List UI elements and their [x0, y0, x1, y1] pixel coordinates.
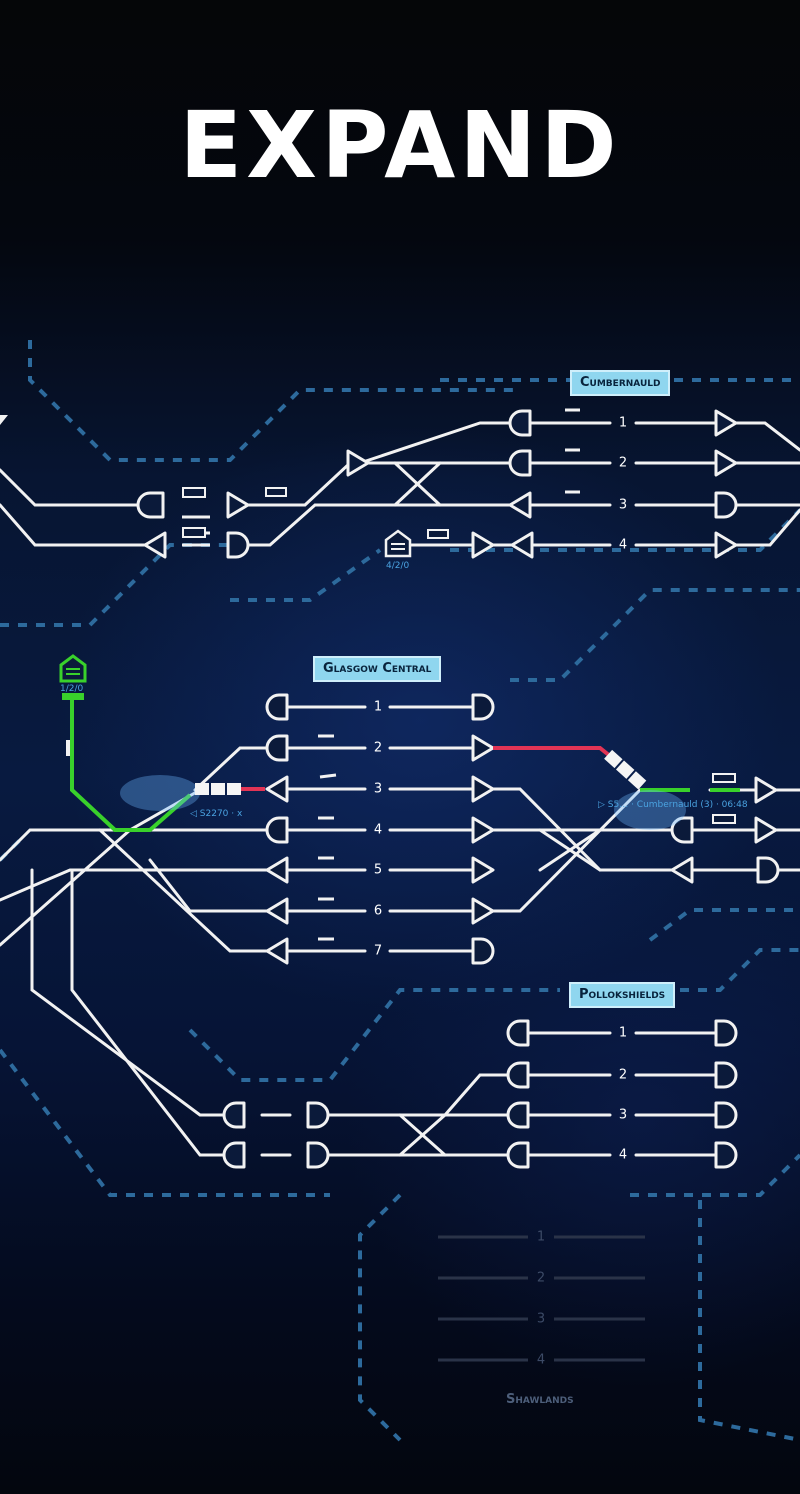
platform-number: 1: [537, 1230, 545, 1245]
platform-number: 4: [374, 823, 382, 838]
train-label: ◁ S2270 · x: [190, 809, 243, 819]
platform-number: 1: [374, 700, 382, 715]
depot-icon-top[interactable]: 4/2/0: [384, 529, 412, 571]
platform-number: 3: [374, 782, 382, 797]
station-label-glasgow-central[interactable]: Glasgow Central: [313, 656, 442, 682]
platform-number: 2: [374, 741, 382, 756]
platform-number: 4: [537, 1353, 545, 1368]
platform-number: 2: [537, 1271, 545, 1286]
platform-number: 3: [537, 1312, 545, 1327]
cumbernauld-platform-numbers: 1 2 3 4: [619, 416, 627, 553]
station-label-shawlands[interactable]: Shawlands: [506, 1392, 574, 1407]
glasgow-central-platform-numbers: 1 2 3 4 5 6 7: [374, 700, 382, 959]
platform-number: 4: [619, 538, 627, 553]
station-label-pollokshields[interactable]: Pollokshields: [569, 982, 676, 1008]
cumbernauld-signals[interactable]: [0, 408, 738, 559]
glasgow-central-tracks[interactable]: [0, 705, 800, 1157]
depot-count: 4/2/0: [386, 561, 410, 571]
headline: EXPAND: [179, 92, 621, 199]
shawlands-tracks[interactable]: [438, 1235, 645, 1362]
platform-number: 6: [374, 904, 382, 919]
depot-count: 1/2/0: [60, 684, 84, 694]
platform-number: 3: [619, 1108, 627, 1123]
platform-number: 3: [619, 498, 627, 513]
pollokshields-signals[interactable]: [222, 1019, 738, 1169]
glasgow-central-signals[interactable]: [66, 693, 780, 965]
platform-number: 1: [619, 416, 627, 431]
platform-number: 4: [619, 1148, 627, 1163]
train-label: ▷ S5… · Cumbernauld (3) · 06:48: [598, 800, 748, 810]
platform-number: 1: [619, 1026, 627, 1041]
platform-number: 7: [374, 944, 382, 959]
platform-number: 2: [619, 456, 627, 471]
shawlands-platform-numbers: 1 2 3 4: [537, 1230, 545, 1368]
cumbernauld-tracks[interactable]: [0, 421, 800, 547]
station-label-cumbernauld[interactable]: Cumbernauld: [570, 370, 671, 396]
pollokshields-platform-numbers: 1 2 3 4: [619, 1026, 627, 1163]
train-right[interactable]: ▷ S5… · Cumbernauld (3) · 06:48: [598, 749, 748, 830]
platform-number: 2: [619, 1068, 627, 1083]
platform-number: 5: [374, 863, 382, 878]
depot-icon-left[interactable]: 1/2/0: [59, 654, 87, 700]
pollokshields-tracks[interactable]: [260, 1031, 722, 1157]
train-left[interactable]: ◁ S2270 · x: [120, 775, 243, 819]
